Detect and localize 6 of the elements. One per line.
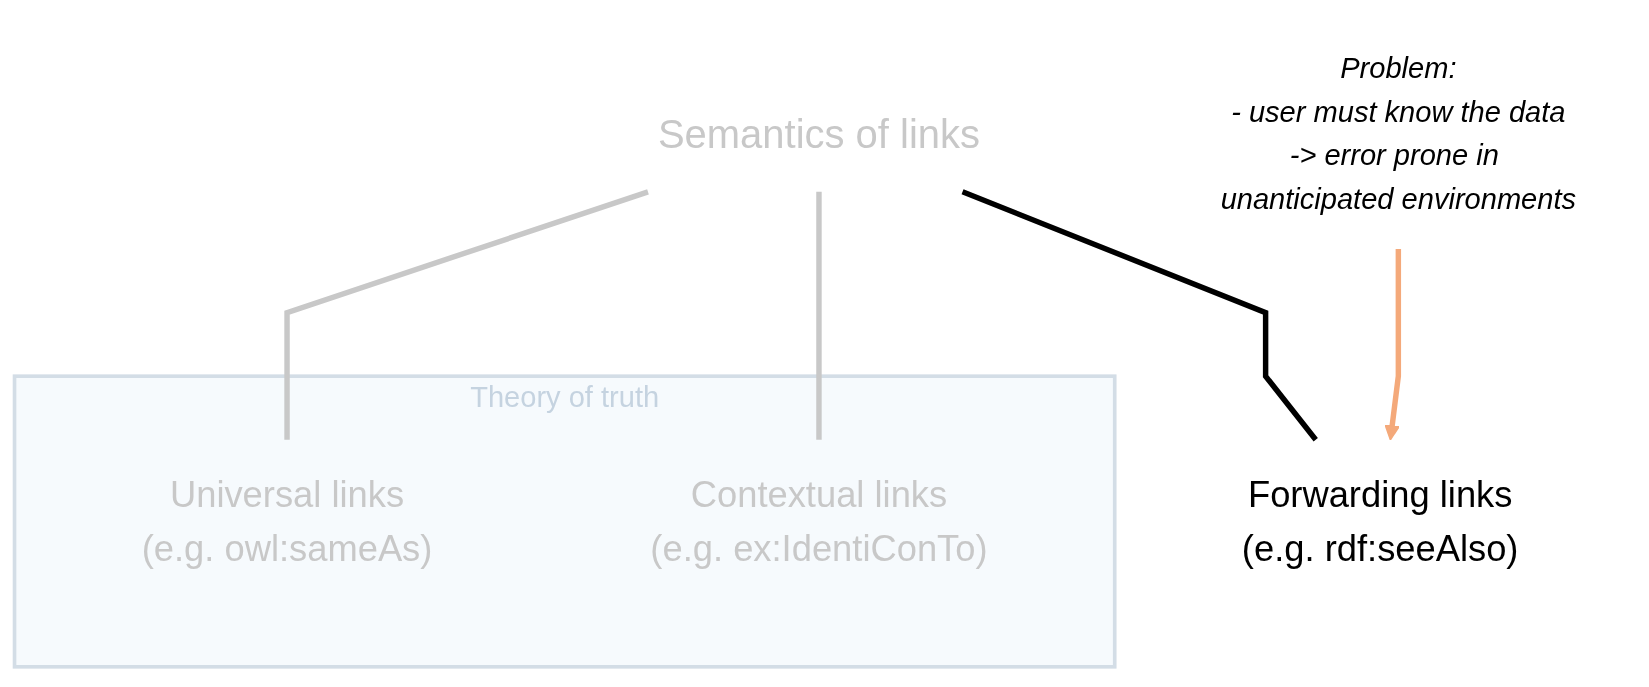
connector <box>961 189 1318 442</box>
connector <box>816 191 822 440</box>
node-text: Forwarding links (e.g. rdf:seeAlso) <box>1241 474 1519 569</box>
node-text: Problem: - user must know the data -> error prone in unanticipated environments <box>1220 52 1577 215</box>
connector <box>284 189 649 440</box>
arrow <box>1384 249 1402 441</box>
